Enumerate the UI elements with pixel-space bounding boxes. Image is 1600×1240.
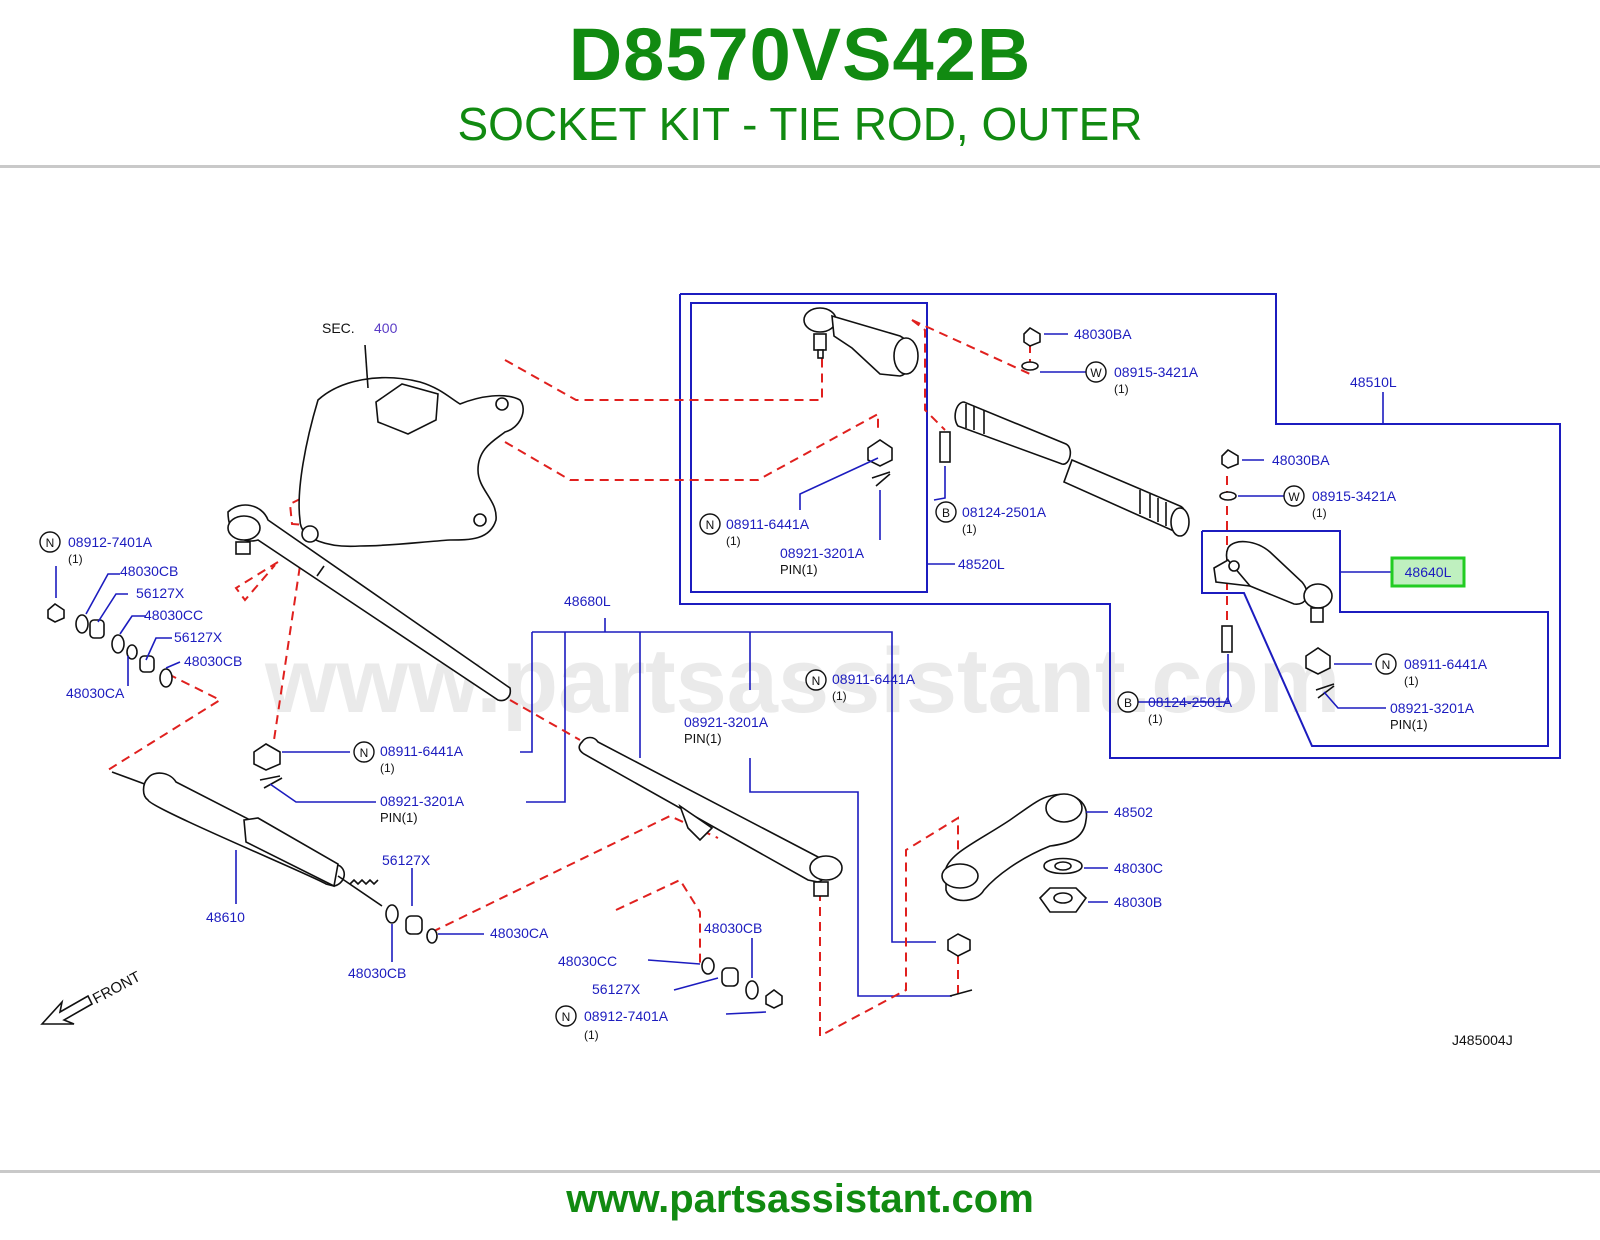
- qty-08911-right: (1): [1404, 674, 1419, 688]
- label-08921-3201A-left[interactable]: 08921-3201A: [380, 793, 465, 809]
- castle-nuts: [47, 326, 1331, 1009]
- sec-label: SEC.: [322, 320, 355, 336]
- qty-08915-lower: (1): [1312, 506, 1327, 520]
- pin-08921-right: PIN(1): [1390, 717, 1428, 732]
- svg-text:W: W: [1288, 490, 1300, 504]
- svg-text:N: N: [360, 746, 369, 760]
- label-08915-3421A-lower[interactable]: 08915-3421A: [1312, 488, 1397, 504]
- label-48610[interactable]: 48610: [206, 909, 245, 925]
- label-48030CB-c[interactable]: 48030CB: [348, 965, 406, 981]
- nut-48030B: [1038, 887, 1088, 913]
- label-08921-3201A-center[interactable]: 08921-3201A: [684, 714, 769, 730]
- pin-08921-left: PIN(1): [380, 810, 418, 825]
- label-56127X-b[interactable]: 56127X: [174, 629, 223, 645]
- label-56127X-a[interactable]: 56127X: [136, 585, 185, 601]
- tie-rod-end-48640L: [1213, 540, 1333, 623]
- group-box-48640L: [1201, 530, 1549, 747]
- svg-text:N: N: [812, 674, 821, 688]
- label-08911-6441A-center[interactable]: 08911-6441A: [832, 671, 916, 687]
- label-48030CB-d[interactable]: 48030CB: [704, 920, 762, 936]
- svg-text:N: N: [562, 1010, 571, 1024]
- part-name-subtitle: SOCKET KIT - TIE ROD, OUTER: [457, 98, 1143, 150]
- label-48510L[interactable]: 48510L: [1350, 374, 1397, 390]
- label-08911-6441A-left[interactable]: 08911-6441A: [380, 743, 464, 759]
- label-48640L[interactable]: 48640L: [1405, 564, 1452, 580]
- label-08124-2501A-upper[interactable]: 08124-2501A: [962, 504, 1047, 520]
- relay-rod-upper: [227, 504, 512, 702]
- label-08915-3421A-upper[interactable]: 08915-3421A: [1114, 364, 1199, 380]
- front-arrow-icon: FRONT: [40, 968, 144, 1025]
- footer-url[interactable]: www.partsassistant.com: [566, 1177, 1034, 1221]
- qty-08911-left: (1): [380, 761, 395, 775]
- svg-text:N: N: [1382, 658, 1391, 672]
- washers-and-bushings: [75, 361, 1237, 1000]
- label-48030CB-b[interactable]: 48030CB: [184, 653, 242, 669]
- label-48030C[interactable]: 48030C: [1114, 860, 1163, 876]
- label-48030BA-lower[interactable]: 48030BA: [1272, 452, 1330, 468]
- label-48030CA-b[interactable]: 48030CA: [490, 925, 549, 941]
- label-48030CC-b[interactable]: 48030CC: [558, 953, 617, 969]
- highlight-48640L[interactable]: 48640L: [1390, 556, 1466, 588]
- label-08124-2501A-lower[interactable]: 08124-2501A: [1148, 694, 1233, 710]
- group-box-48680L: [520, 618, 952, 997]
- dashed-connections: [107, 319, 1228, 1038]
- page-header: D8570VS42B SOCKET KIT - TIE ROD, OUTER: [0, 0, 1600, 168]
- part-number-title: D8570VS42B: [568, 13, 1032, 96]
- lock-washer-48030C: [1043, 857, 1083, 875]
- pin-08921-center: PIN(1): [684, 731, 722, 746]
- pin-08921-box: PIN(1): [780, 562, 818, 577]
- label-08911-6441A-right[interactable]: 08911-6441A: [1404, 656, 1488, 672]
- qty-08912-bottom: (1): [584, 1028, 599, 1042]
- svg-text:W: W: [1090, 366, 1102, 380]
- label-56127X-d[interactable]: 56127X: [592, 981, 641, 997]
- label-48030CB-a[interactable]: 48030CB: [120, 563, 178, 579]
- label-48520L[interactable]: 48520L: [958, 556, 1005, 572]
- label-08912-7401A-bottom[interactable]: 08912-7401A: [584, 1008, 669, 1024]
- qty-08124-upper: (1): [962, 522, 977, 536]
- label-48030BA-upper[interactable]: 48030BA: [1074, 326, 1132, 342]
- svg-text:B: B: [942, 506, 950, 520]
- front-label: FRONT: [90, 968, 144, 1007]
- svg-text:N: N: [706, 518, 715, 532]
- center-tie-rod: [578, 736, 843, 897]
- figure-code: J485004J: [1452, 1032, 1513, 1048]
- pitman-arm-48502: [941, 793, 1088, 902]
- svg-text:B: B: [1124, 696, 1132, 710]
- qty-08912-left: (1): [68, 552, 83, 566]
- leader-lines: [55, 333, 1386, 1015]
- callout-circles: W W B N N B N N N N: [39, 361, 1397, 1027]
- label-48680L[interactable]: 48680L: [564, 593, 611, 609]
- group-box-48520L: [690, 302, 955, 593]
- qty-08911-center: (1): [832, 689, 847, 703]
- label-08921-3201A-box[interactable]: 08921-3201A: [780, 545, 865, 561]
- qty-08124-lower: (1): [1148, 712, 1163, 726]
- svg-text:N: N: [46, 536, 55, 550]
- group-box-48510L: [679, 293, 1561, 759]
- label-08921-3201A-right[interactable]: 08921-3201A: [1390, 700, 1475, 716]
- adjusting-tube: [954, 401, 1190, 537]
- label-08911-6441A-box[interactable]: 08911-6441A: [726, 516, 810, 532]
- qty-08915-upper: (1): [1114, 382, 1129, 396]
- footer-divider: [0, 1170, 1600, 1173]
- steering-damper-48610: [111, 771, 383, 907]
- label-08912-7401A-left[interactable]: 08912-7401A: [68, 534, 153, 550]
- bolts-and-pins: [259, 431, 1335, 997]
- label-48030B[interactable]: 48030B: [1114, 894, 1162, 910]
- label-48502[interactable]: 48502: [1114, 804, 1153, 820]
- label-48030CA-a[interactable]: 48030CA: [66, 685, 125, 701]
- tie-rod-end-inner: [803, 307, 919, 377]
- label-48030CC-a[interactable]: 48030CC: [144, 607, 203, 623]
- header-divider: [0, 165, 1600, 168]
- steering-gear-box: [298, 344, 524, 548]
- label-56127X-c[interactable]: 56127X: [382, 852, 431, 868]
- sec-number: 400: [374, 320, 398, 336]
- qty-08911-box: (1): [726, 534, 741, 548]
